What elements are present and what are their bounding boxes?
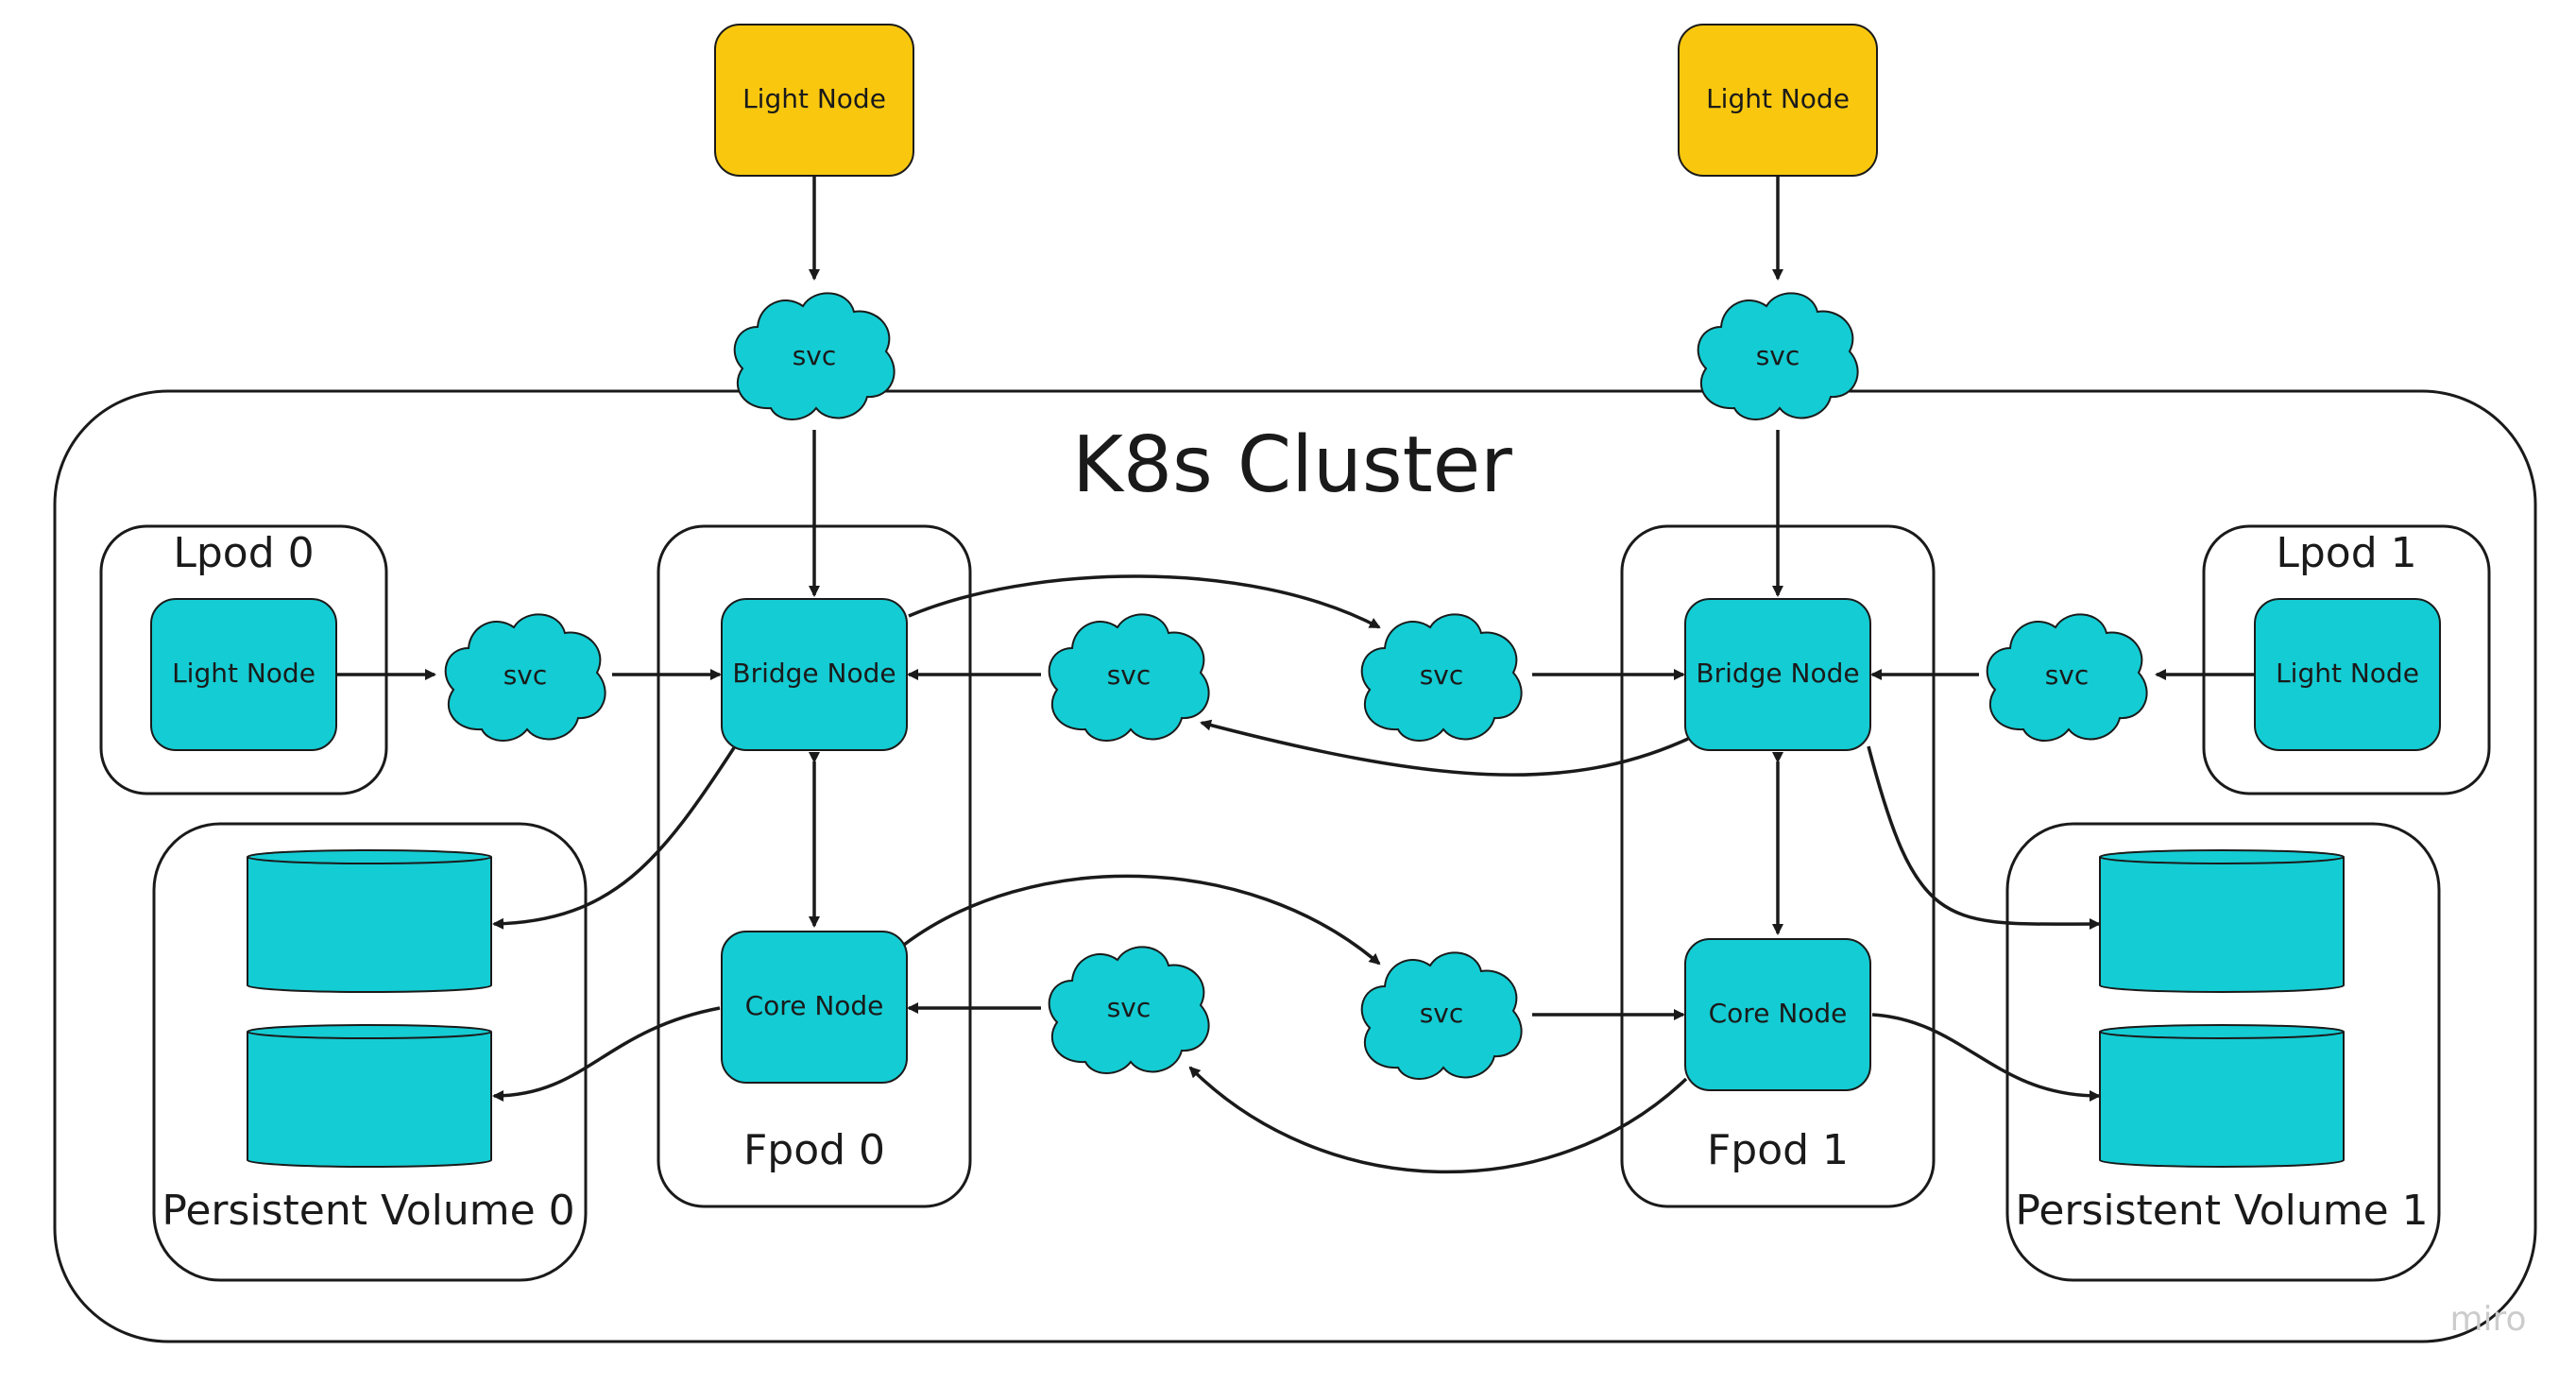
svc-cloud-external-1: svc [1697, 292, 1859, 420]
fpod-1-core-node [1684, 938, 1871, 1091]
svc-label: svc [1107, 659, 1152, 691]
fpod-1-bridge-node-label: Bridge Node [1696, 658, 1859, 689]
connector [1867, 745, 2101, 931]
fpod-0-core-node [721, 931, 908, 1084]
connector [1200, 719, 1689, 777]
external-light-node-1-label: Light Node [1706, 83, 1850, 114]
disk-icon [247, 849, 492, 993]
svc-label: svc [1107, 992, 1152, 1023]
miro-watermark: miro [2449, 1300, 2526, 1339]
svc-cloud-bridge-0: svc [1048, 613, 1210, 742]
external-light-node-1 [1678, 24, 1878, 177]
svc-cloud-core-0: svc [1048, 946, 1210, 1074]
lpod-0-light-node [150, 598, 337, 751]
connectors [337, 176, 2254, 1174]
fpod-0-bridge-node-label: Bridge Node [732, 658, 896, 689]
fpod-0-core-node-label: Core Node [745, 990, 884, 1021]
external-light-node-0-label: Light Node [742, 83, 886, 114]
persistent-volume-1-label: Persistent Volume 1 [2015, 1187, 2428, 1235]
disk-icon [2099, 849, 2345, 993]
svc-cloud-bridge-1: svc [1360, 613, 1523, 742]
connector [1188, 1066, 1688, 1174]
svc-label: svc [2045, 659, 2090, 691]
svc-cloud-external-0: svc [733, 292, 896, 420]
connector [902, 874, 1381, 966]
lpod-1-label: Lpod 1 [2276, 529, 2416, 577]
disk-icon [2099, 1024, 2345, 1168]
lpod-0-light-node-label: Light Node [172, 658, 316, 689]
svc-label: svc [1420, 998, 1464, 1029]
fpod-1-core-node-label: Core Node [1709, 998, 1848, 1029]
fpod-1-label: Fpod 1 [1707, 1126, 1849, 1174]
svc-cloud-core-1: svc [1360, 951, 1523, 1080]
svc-label: svc [1756, 340, 1800, 371]
fpod-0-label: Fpod 0 [743, 1126, 885, 1174]
svc-label: svc [503, 659, 548, 691]
connector [1871, 1013, 2101, 1102]
external-light-node-0 [714, 24, 914, 177]
lpod-1-light-node-label: Light Node [2276, 658, 2419, 689]
lpod-1-light-node [2254, 598, 2441, 751]
svc-cloud-lpod-0: svc [444, 613, 606, 742]
fpod-1-bridge-node [1684, 598, 1871, 751]
fpod-0-bridge-node [721, 598, 908, 751]
connector [492, 1006, 721, 1102]
connector [908, 574, 1381, 629]
lpod-0-label: Lpod 0 [173, 529, 314, 577]
svc-cloud-lpod-1: svc [1986, 613, 2148, 742]
svc-label: svc [793, 340, 837, 371]
disk-icon [247, 1024, 492, 1168]
cluster-title: K8s Cluster [1072, 420, 1512, 510]
persistent-volume-0-label: Persistent Volume 0 [162, 1187, 574, 1235]
svc-label: svc [1420, 659, 1464, 691]
connector [492, 745, 737, 930]
